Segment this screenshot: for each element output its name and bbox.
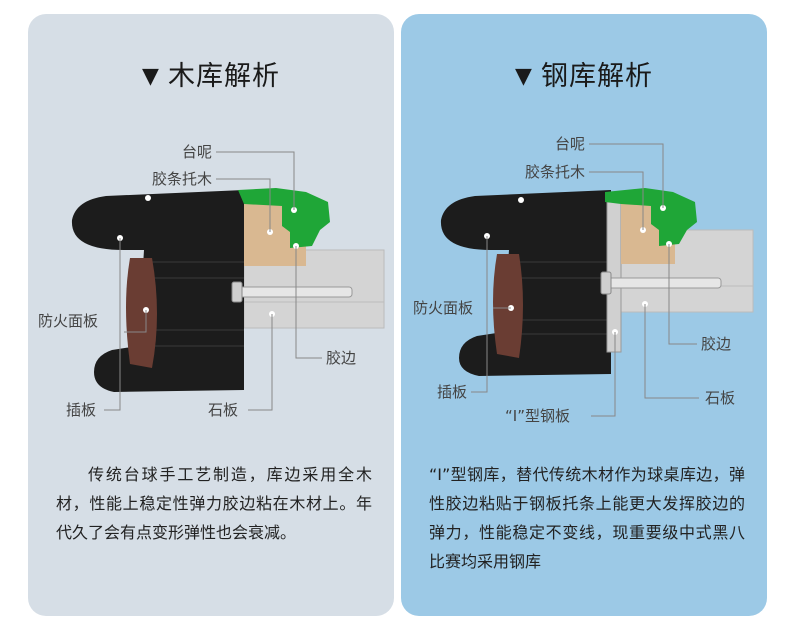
wood-panel-title: ▼ 木库解析 bbox=[28, 54, 394, 93]
wood-label-fang-huo-mian-ban: 防火面板 bbox=[38, 312, 98, 330]
steel-label-jiao-tiao-tuo-mu: 胶条托木 bbox=[525, 163, 585, 181]
triangle-down-icon: ▼ bbox=[142, 64, 160, 89]
steel-label-tai-ni: 台呢 bbox=[555, 135, 585, 153]
wood-label-jiao-bian: 胶边 bbox=[326, 349, 356, 367]
wood-fire-panel bbox=[126, 258, 157, 368]
triangle-down-icon: ▼ bbox=[515, 64, 533, 89]
wood-title-text: 木库解析 bbox=[167, 61, 280, 92]
steel-label-fang-huo-mian-ban: 防火面板 bbox=[413, 299, 473, 317]
steel-panel-title: ▼ 钢库解析 bbox=[401, 54, 767, 93]
steel-cushion-cloth bbox=[605, 188, 697, 246]
wood-description: 传统台球手工艺制造，库边采用全木材，性能上稳定性弹力胶边粘在木材上。年代久了会有… bbox=[56, 465, 372, 542]
steel-fire-panel bbox=[493, 254, 523, 358]
steel-description: “I”型钢库，替代传统木材作为球桌库边，弹性胶边粘贴于钢板托条上能更大发挥胶边的… bbox=[429, 465, 745, 571]
steel-rail-panel: ▼ 钢库解析 bbox=[401, 14, 767, 616]
steel-label-shi-ban: 石板 bbox=[705, 389, 735, 407]
wood-cross-section-diagram: 台呢 胶条托木 防火面板 插板 石板 胶边 bbox=[38, 143, 385, 419]
wood-label-tai-ni: 台呢 bbox=[182, 143, 212, 161]
steel-cross-section-diagram: 台呢 胶条托木 防火面板 插板 “I”型钢板 石板 胶边 bbox=[413, 135, 754, 425]
steel-title-text: 钢库解析 bbox=[540, 61, 653, 92]
steel-label-i-gang-ban: “I”型钢板 bbox=[505, 407, 570, 425]
wood-label-shi-ban: 石板 bbox=[208, 401, 238, 419]
wood-label-jiao-tiao-tuo-mu: 胶条托木 bbox=[152, 170, 212, 188]
wood-cushion-cloth bbox=[238, 188, 330, 248]
steel-label-jiao-bian: 胶边 bbox=[701, 335, 731, 353]
steel-label-cha-ban: 插板 bbox=[437, 383, 467, 401]
wood-bolt bbox=[233, 286, 353, 298]
steel-bolt bbox=[604, 277, 722, 289]
wood-label-cha-ban: 插板 bbox=[66, 401, 96, 419]
wood-rail-body bbox=[71, 190, 244, 392]
wood-rail-panel: ▼ 木库解析 台呢 bbox=[28, 14, 394, 616]
steel-rail-body bbox=[440, 190, 611, 376]
